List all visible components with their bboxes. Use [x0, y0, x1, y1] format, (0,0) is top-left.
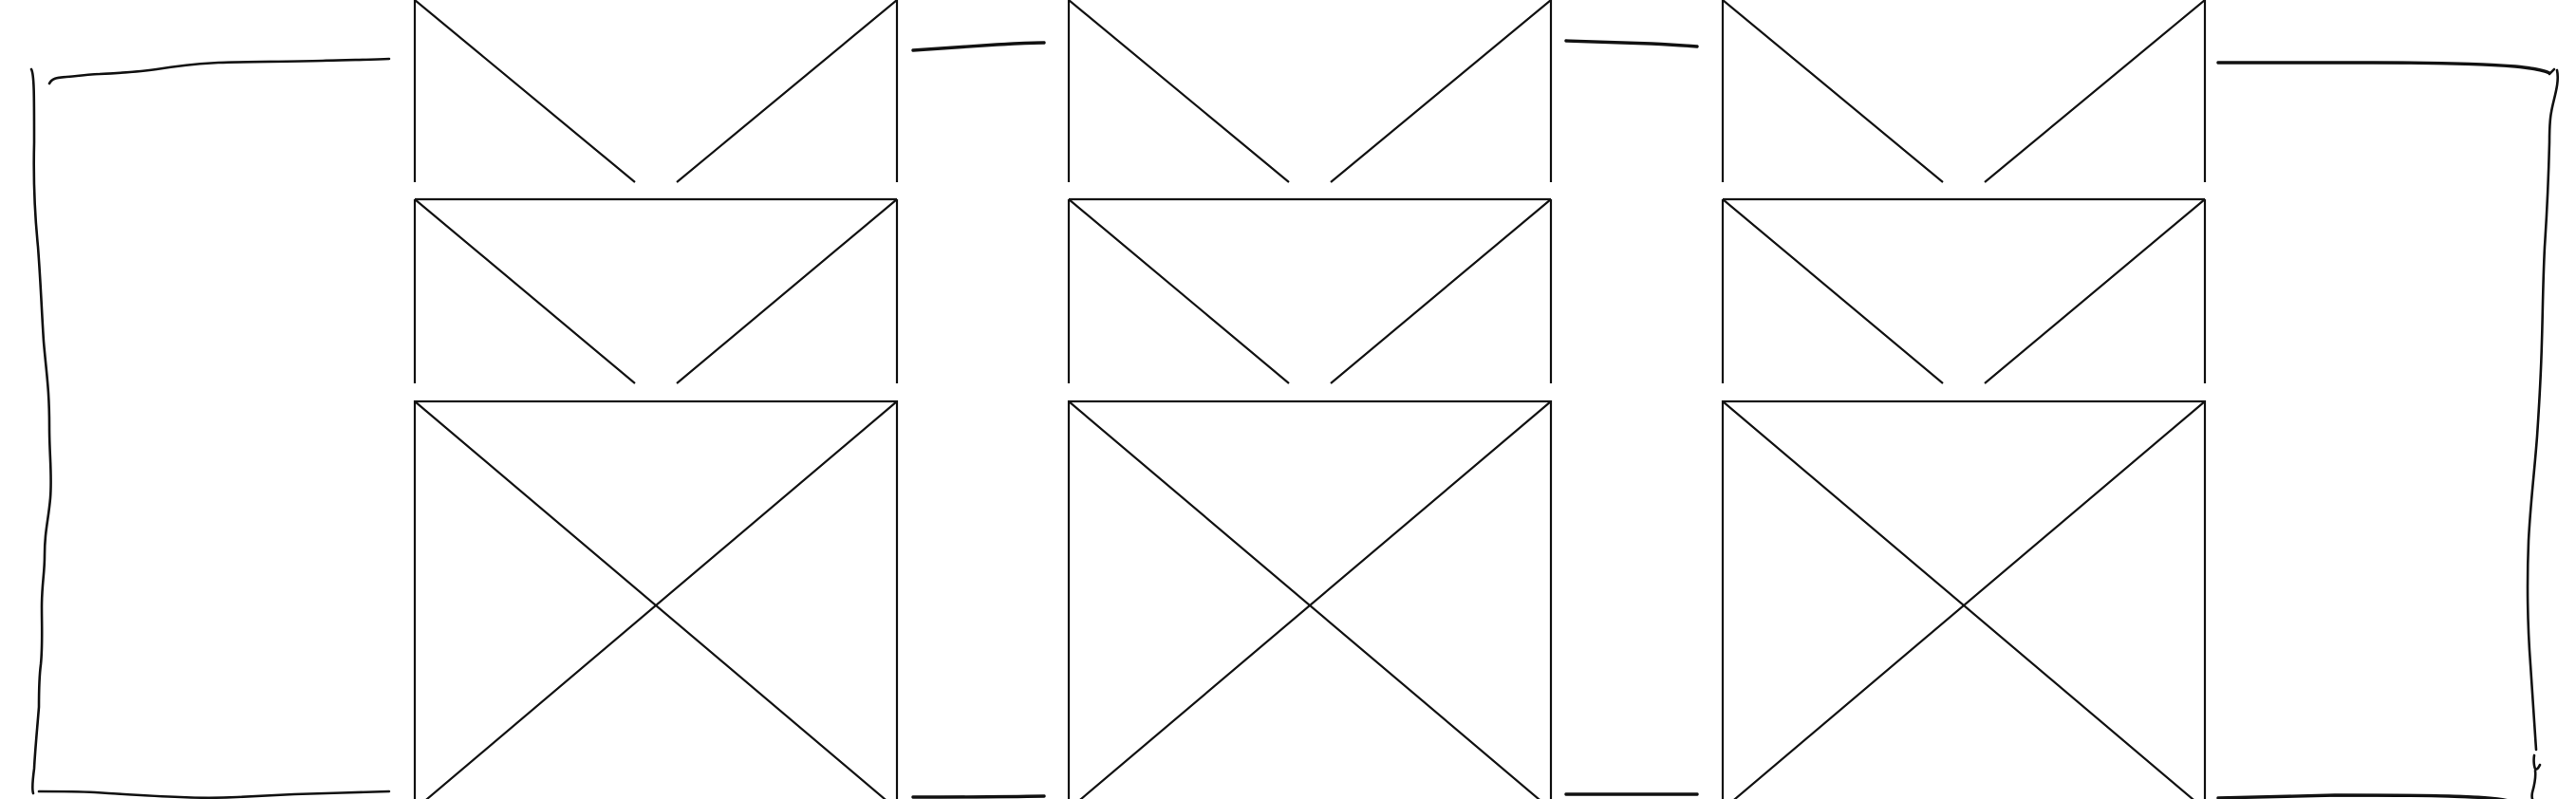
- right-bracket-vertical: [2526, 68, 2559, 752]
- right-bracket-bottom-curl: [2530, 753, 2542, 799]
- placeholder-bottom-1: [413, 400, 899, 799]
- placeholder-top-2: [1067, 0, 1553, 183]
- gap-2-top-line: [1564, 39, 1699, 48]
- placeholder-middle-2: [1067, 197, 1553, 384]
- right-bracket-bottom-arm: [2216, 793, 2508, 799]
- left-bracket-vertical: [29, 67, 52, 795]
- right-bracket-top-hook: [2548, 67, 2556, 76]
- placeholder-bottom-2: [1067, 400, 1553, 799]
- connector-gap-1: [911, 41, 1046, 799]
- gap-1-top-line: [911, 41, 1046, 52]
- right-bracket: [2216, 61, 2559, 799]
- column-3: [1721, 0, 2207, 799]
- placeholder-bottom-3: [1721, 400, 2207, 799]
- right-bracket-top-arm: [2216, 61, 2551, 75]
- placeholder-top-1: [413, 0, 899, 183]
- placeholder-top-3: [1721, 0, 2207, 183]
- left-bracket: [29, 57, 391, 799]
- left-bracket-top-arm: [47, 57, 391, 85]
- connector-gap-2: [1564, 39, 1699, 796]
- left-bracket-bottom-arm: [37, 790, 391, 799]
- placeholder-middle-3: [1721, 197, 2207, 384]
- column-1: [413, 0, 899, 799]
- column-2: [1067, 0, 1553, 799]
- gap-1-bottom-line: [911, 794, 1046, 799]
- placeholder-middle-1: [413, 197, 899, 384]
